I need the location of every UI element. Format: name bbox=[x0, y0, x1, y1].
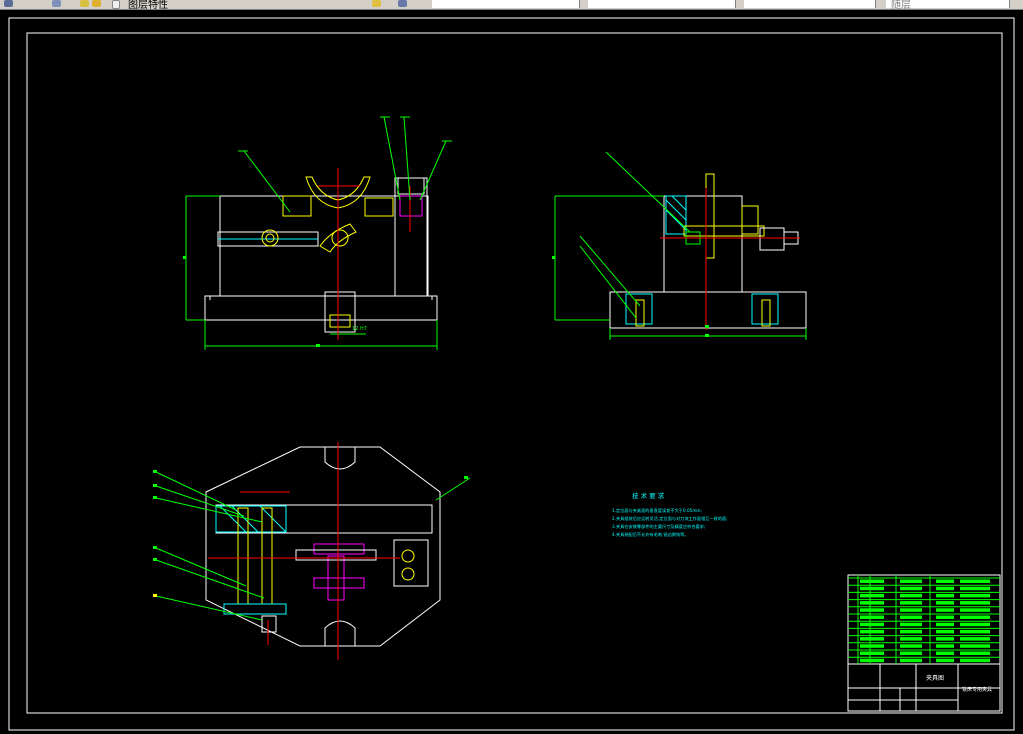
parts-list-cell bbox=[860, 629, 884, 634]
parts-list-cell bbox=[900, 644, 922, 648]
layer-icon[interactable] bbox=[4, 0, 13, 7]
parts-list-cell bbox=[860, 651, 884, 655]
tech-req-line-4: 4.夹具装配后不允许有毛刺,锐边倒钝等。 bbox=[612, 531, 689, 538]
parts-list-cell bbox=[860, 615, 884, 619]
inner-frame bbox=[26, 32, 1003, 714]
layer-combo[interactable]: 图层特性 bbox=[128, 0, 168, 10]
parts-list-cell bbox=[936, 622, 954, 627]
match-layer-icon[interactable] bbox=[372, 0, 381, 7]
parts-list-cell bbox=[960, 622, 990, 627]
parts-list-cell bbox=[960, 579, 990, 583]
side-view bbox=[552, 151, 807, 340]
parts-list-cell bbox=[900, 593, 922, 598]
parts-list-cell bbox=[900, 658, 922, 663]
parts-list-cell bbox=[860, 593, 884, 598]
drawing-canvas[interactable]: 12 H7 bbox=[0, 9, 1023, 734]
parts-list-cell bbox=[900, 586, 922, 591]
parts-list-cell bbox=[860, 608, 884, 612]
cad-toolbar: 图层特性 随层 bbox=[0, 0, 1023, 10]
parts-list-cell bbox=[860, 579, 884, 583]
parts-list-cell bbox=[900, 615, 922, 619]
parts-list-cell bbox=[960, 629, 990, 634]
parts-list-cell bbox=[936, 601, 954, 605]
lock-icon[interactable] bbox=[112, 0, 120, 9]
parts-list-cell bbox=[960, 586, 990, 591]
parts-list-cell bbox=[900, 651, 922, 655]
parts-list-cell bbox=[960, 615, 990, 619]
title-block bbox=[847, 574, 1001, 712]
tech-req-line-1: 1.定位面与夹紧面的垂直度误差不大于0.05mm; bbox=[612, 507, 702, 514]
tech-req-title: 技 术 要 求 bbox=[632, 491, 665, 500]
parts-list-cell bbox=[860, 637, 884, 641]
parts-list-cell bbox=[936, 629, 954, 634]
tech-req-line-2: 2.夹具组装后应运转灵活,定位面与对刀块工作面相互一致的面; bbox=[612, 515, 728, 522]
lineweight-combo[interactable] bbox=[744, 0, 876, 8]
title-block-name: 夹具图 bbox=[926, 674, 944, 682]
parts-list-cell bbox=[936, 608, 954, 612]
dim-label-small: 12 H7 bbox=[352, 326, 367, 332]
parts-list-cell bbox=[900, 608, 922, 612]
parts-list-cell bbox=[900, 579, 922, 583]
parts-list-cell bbox=[860, 601, 884, 605]
parts-list-cell bbox=[936, 644, 954, 648]
parts-list-cell bbox=[936, 593, 954, 598]
parts-list-cell bbox=[900, 622, 922, 627]
parts-list-cell bbox=[936, 579, 954, 583]
outer-frame bbox=[8, 17, 1015, 731]
parts-list-cell bbox=[900, 637, 922, 641]
parts-list-cell bbox=[960, 593, 990, 598]
parts-list-cell bbox=[960, 601, 990, 605]
parts-list-cell bbox=[960, 608, 990, 612]
top-view bbox=[153, 442, 471, 660]
sun-icon[interactable] bbox=[92, 0, 101, 7]
parts-list-cell bbox=[936, 651, 954, 655]
tech-req-line-3: 3.夹具在安装零部件的主要尺寸及精度应符合要求; bbox=[612, 523, 705, 530]
parts-list-cell bbox=[960, 651, 990, 655]
parts-list-cell bbox=[900, 629, 922, 634]
parts-list-cell bbox=[936, 615, 954, 619]
parts-list-cell bbox=[960, 658, 990, 663]
color-combo[interactable] bbox=[432, 0, 580, 8]
parts-list-cell bbox=[936, 586, 954, 591]
linetype-combo[interactable] bbox=[588, 0, 736, 8]
parts-list-cell bbox=[960, 637, 990, 641]
title-block-part: 铣床专用夹具 bbox=[962, 686, 992, 693]
parts-list-cell bbox=[900, 601, 922, 605]
bulb-icon[interactable] bbox=[80, 0, 89, 7]
layer-previous-icon[interactable] bbox=[398, 0, 407, 7]
parts-list-cell bbox=[860, 622, 884, 627]
front-view bbox=[183, 116, 452, 350]
parts-list-cell bbox=[860, 644, 884, 648]
plotstyle-combo[interactable]: 随层 bbox=[886, 0, 1010, 9]
parts-list-cell bbox=[860, 658, 884, 663]
layer-state-icon[interactable] bbox=[52, 0, 61, 7]
parts-list-cell bbox=[860, 586, 884, 591]
parts-list-cell bbox=[936, 637, 954, 641]
parts-list-cell bbox=[960, 644, 990, 648]
parts-list-cell bbox=[936, 658, 954, 663]
